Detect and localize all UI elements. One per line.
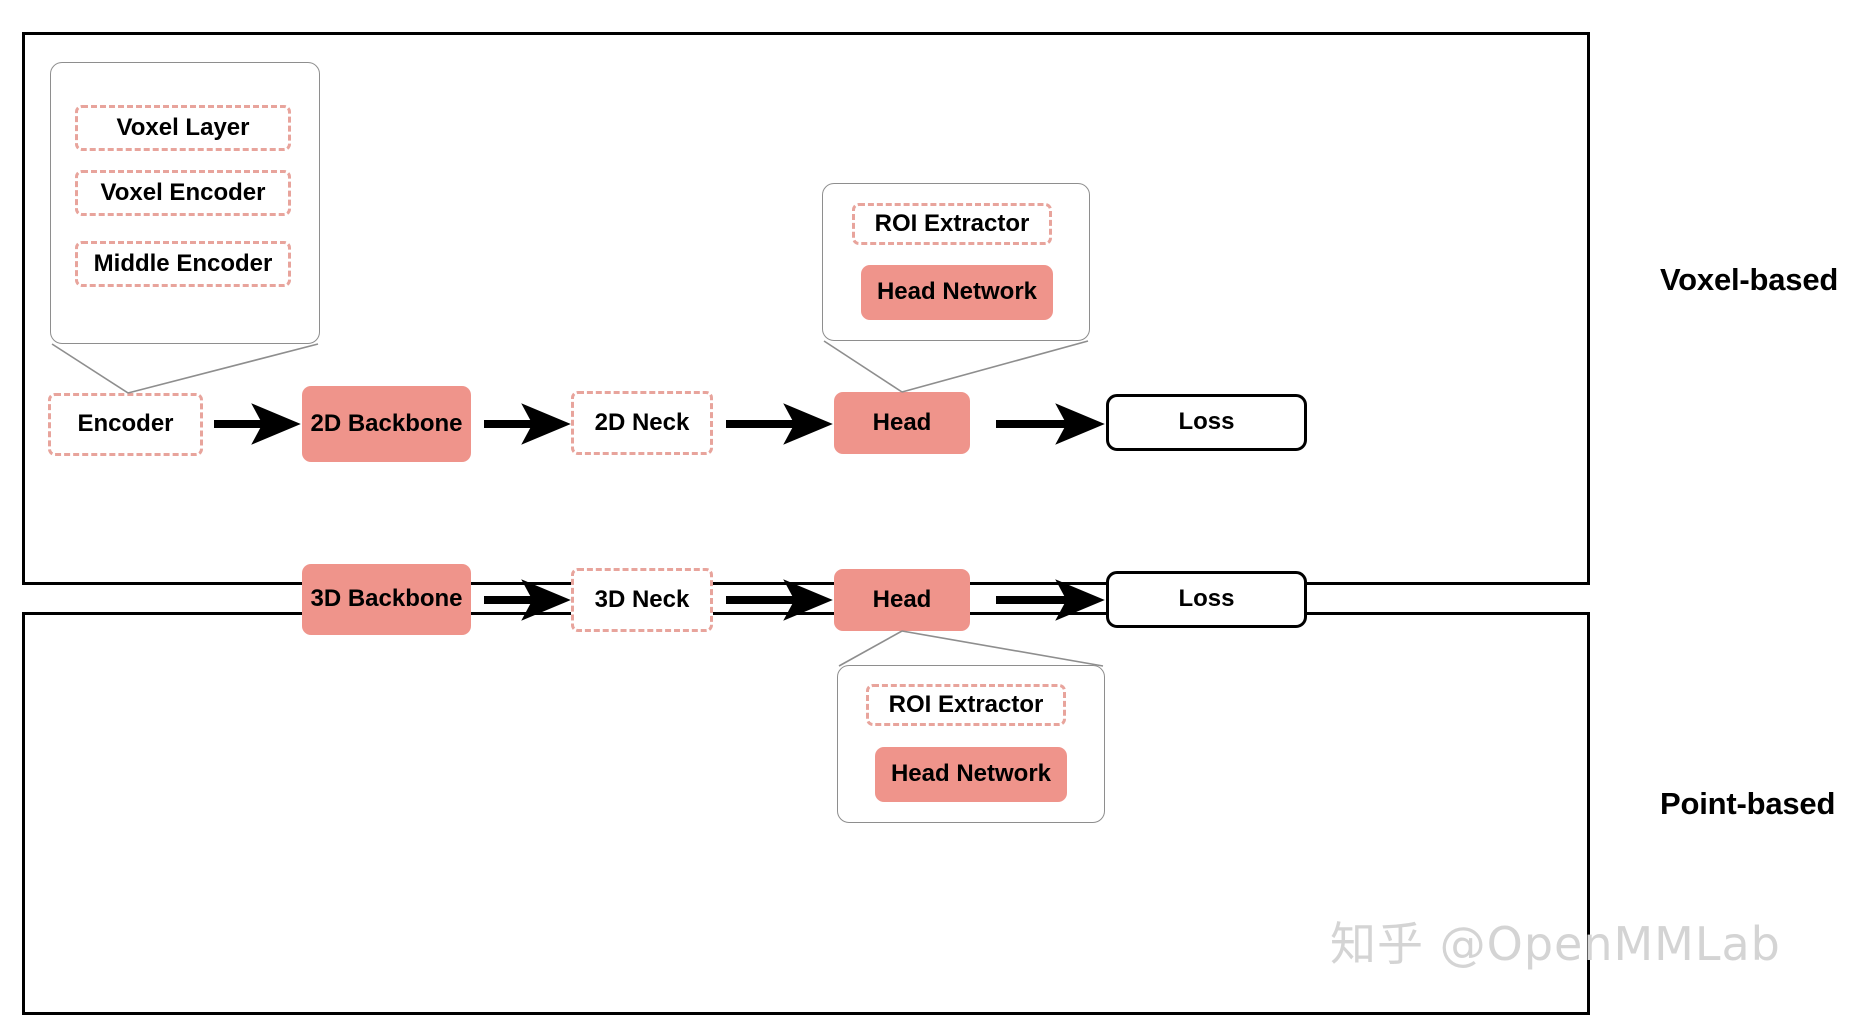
node-head-network-voxel[interactable]: Head Network — [861, 265, 1053, 320]
node-roi-extractor-voxel[interactable]: ROI Extractor — [852, 203, 1052, 245]
node-roi-extractor-point[interactable]: ROI Extractor — [866, 684, 1066, 726]
node-2d-backbone[interactable]: 2D Backbone — [302, 386, 471, 462]
node-voxel-layer[interactable]: Voxel Layer — [75, 105, 291, 151]
watermark-openmmlab: 知乎 @OpenMMLab — [1330, 917, 1781, 971]
node-3d-backbone[interactable]: 3D Backbone — [302, 564, 471, 635]
node-head-point[interactable]: Head — [834, 569, 970, 631]
node-head-network-point[interactable]: Head Network — [875, 747, 1067, 802]
node-encoder[interactable]: Encoder — [48, 393, 203, 456]
node-3d-neck[interactable]: 3D Neck — [571, 568, 713, 632]
category-label-point-based: Point-based — [1660, 786, 1836, 821]
node-loss-point[interactable]: Loss — [1106, 571, 1307, 628]
node-voxel-encoder[interactable]: Voxel Encoder — [75, 170, 291, 216]
node-head-voxel[interactable]: Head — [834, 392, 970, 454]
node-loss-voxel[interactable]: Loss — [1106, 394, 1307, 451]
category-label-voxel-based: Voxel-based — [1660, 262, 1839, 297]
node-2d-neck[interactable]: 2D Neck — [571, 391, 713, 455]
node-middle-encoder[interactable]: Middle Encoder — [75, 241, 291, 287]
panel-point-based — [22, 612, 1590, 1015]
